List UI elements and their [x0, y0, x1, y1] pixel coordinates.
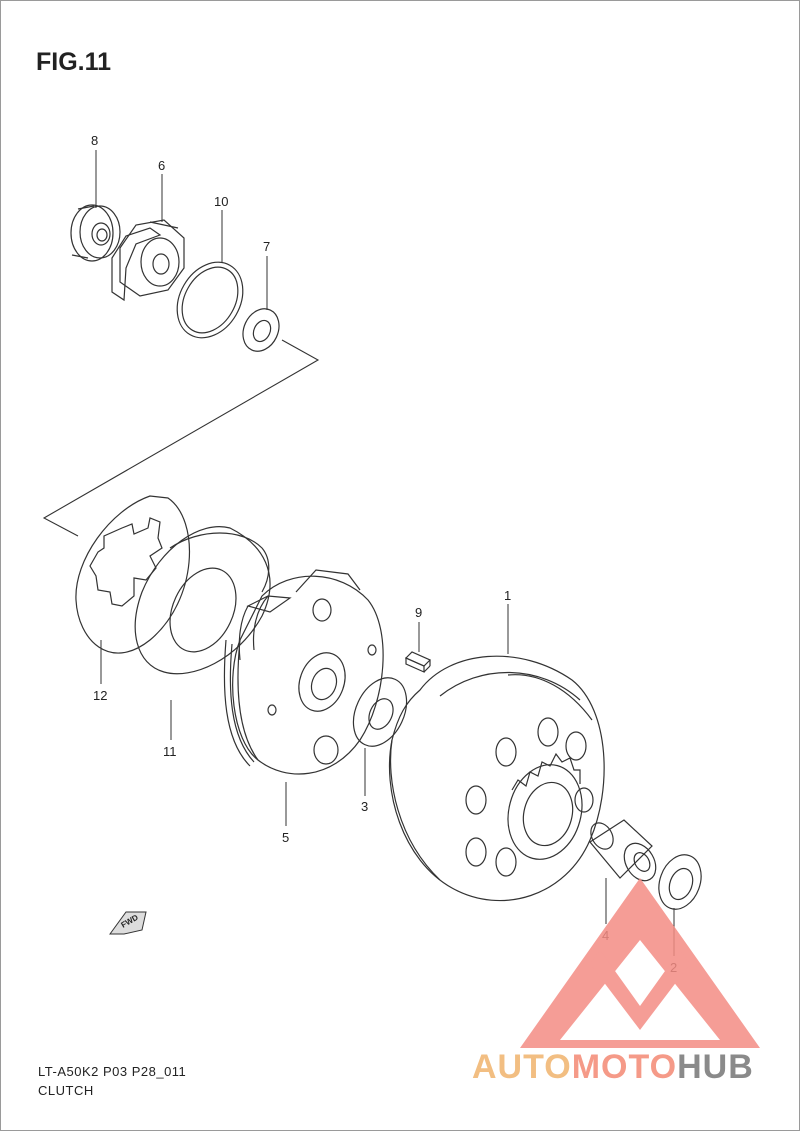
callout-12: 12 — [93, 688, 107, 703]
callout-3: 3 — [361, 799, 368, 814]
part-9-key — [404, 651, 432, 673]
callout-11: 11 — [163, 744, 177, 759]
part-8-bearing — [70, 204, 121, 262]
drawing-code: LT-A50K2 P03 P28_011 — [38, 1064, 187, 1079]
leader-lines — [95, 150, 675, 956]
assembly-guide-line — [42, 339, 320, 537]
figure-title: FIG.11 — [36, 48, 112, 76]
watermark-moto: MOTO — [571, 1048, 678, 1086]
callout-6: 6 — [158, 158, 165, 173]
fwd-arrow: FWD — [109, 911, 147, 935]
callout-7: 7 — [263, 239, 270, 254]
part-1-clutch-housing — [388, 655, 605, 902]
part-3-thrust-washer — [352, 677, 408, 747]
callout-5: 5 — [282, 830, 289, 845]
drawing-name: CLUTCH — [38, 1083, 94, 1098]
callout-1: 1 — [504, 588, 511, 603]
watermark-auto: AUTO — [472, 1048, 572, 1086]
watermark-brand: AUTOMOTOHUB — [472, 1048, 754, 1087]
callout-9: 9 — [415, 605, 422, 620]
callout-8: 8 — [91, 133, 98, 148]
watermark-logo-mark — [520, 878, 760, 1048]
part-6-nut — [111, 219, 185, 302]
part-10-o-ring — [176, 261, 244, 339]
callout-10: 10 — [214, 194, 228, 209]
part-2-washer — [658, 854, 702, 910]
part-7-washer — [242, 308, 280, 352]
part-12-lock-plate — [75, 495, 191, 654]
part-5-clutch-shoe — [223, 569, 384, 775]
part-11-friction-disc — [134, 526, 271, 675]
part-4-spacer — [589, 819, 657, 882]
watermark-hub: HUB — [677, 1048, 754, 1086]
